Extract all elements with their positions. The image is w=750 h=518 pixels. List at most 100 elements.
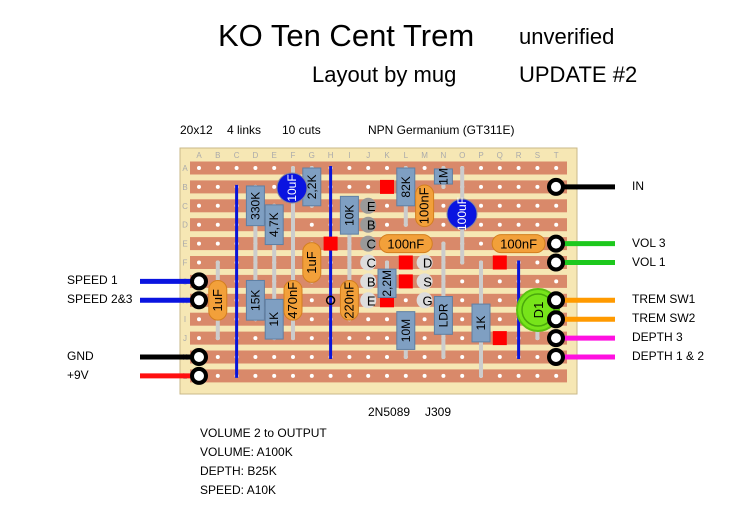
resistor-body (471, 303, 491, 343)
strip-hole (497, 373, 502, 378)
electrolytic-body (276, 172, 308, 204)
strip-hole (554, 166, 559, 170)
transistor-pin (416, 273, 433, 290)
column-label: E (272, 151, 277, 160)
strip-hole (516, 222, 521, 227)
capacitor-body (208, 279, 228, 321)
resistor: 330K (245, 185, 265, 227)
resistor-body (433, 168, 453, 185)
strip-hole (460, 336, 465, 341)
column-label: A (196, 151, 202, 160)
transistor-pin (360, 273, 377, 290)
capacitor-body (302, 242, 322, 283)
strip-hole (535, 373, 540, 378)
strip-hole (385, 355, 389, 359)
board-cuts: 10 cuts (282, 123, 321, 137)
column-label: F (291, 151, 296, 160)
wire-pad (547, 234, 565, 253)
pin-label: D (423, 256, 432, 271)
strip-hole (535, 184, 540, 189)
board-links: 4 links (227, 123, 262, 137)
capacitor: 1uF (208, 279, 228, 321)
electrolytic-value: 100uF (455, 197, 469, 231)
strip-hole (366, 166, 371, 170)
strip-hole (347, 355, 352, 359)
wire-pad (547, 291, 565, 310)
resistor-value: LDR (436, 303, 450, 327)
strip-hole (497, 298, 502, 303)
pin-label: B (367, 274, 376, 289)
strip-hole (197, 241, 201, 246)
resistor-value: 2,2K (305, 175, 319, 200)
strip-hole (347, 184, 352, 189)
capacitor-body (283, 279, 303, 321)
strip-hole (479, 166, 483, 170)
transistor-pin (360, 216, 377, 233)
track-cut (492, 255, 507, 270)
strip-hole (441, 373, 446, 378)
strip-hole (272, 184, 277, 189)
strip-hole (309, 373, 314, 378)
transistor-type-label: 2N5089 (368, 405, 411, 419)
wire-pad (190, 291, 208, 310)
capacitor-value: 100nF (500, 237, 537, 252)
resistor-body (245, 279, 265, 321)
wire-label-left: SPEED 2&3 (67, 292, 133, 307)
strip-hole (535, 166, 540, 170)
track-cut (398, 274, 413, 289)
strip-hole (328, 373, 333, 378)
wire-pad (547, 329, 565, 348)
resistor-body (377, 268, 397, 298)
strip-hole (479, 184, 483, 189)
column-label: G (309, 151, 315, 160)
strip-hole (197, 203, 201, 208)
wire-label-right: VOL 1 (632, 254, 666, 269)
strip-hole (422, 355, 427, 359)
row-label: A (182, 164, 188, 173)
strip-hole (535, 203, 540, 208)
row-label: D (182, 221, 188, 230)
column-label: M (421, 151, 428, 160)
resistor-value: 1K (474, 316, 488, 331)
strip-hole (215, 241, 220, 246)
copper-strip (190, 256, 567, 269)
track-cut (398, 255, 413, 270)
pin-label: C (367, 256, 376, 271)
row-label: B (182, 183, 187, 192)
strip-hole (253, 373, 258, 378)
strip-hole (535, 355, 540, 359)
strip-hole (460, 373, 465, 378)
strip-hole (535, 222, 540, 227)
strip-hole (516, 203, 521, 208)
strip-hole (479, 203, 483, 208)
strip-hole (385, 203, 389, 208)
strip-hole (215, 203, 220, 208)
strip-hole (385, 166, 389, 170)
resistor-value: 15K (248, 290, 262, 311)
wire-label-right: TREM SW2 (632, 311, 696, 326)
column-label: K (384, 151, 390, 160)
strip-hole (215, 222, 220, 227)
wire-pad (547, 253, 565, 272)
strip-hole (497, 355, 502, 359)
strip-hole (535, 260, 540, 265)
wire-label-right: VOL 3 (632, 235, 666, 250)
strip-hole (272, 355, 277, 359)
strip-hole (554, 203, 559, 208)
capacitor-body (378, 234, 433, 254)
strip-hole (422, 317, 427, 322)
resistor-value: 1K (267, 312, 281, 327)
capacitor-value: 1uF (210, 289, 225, 311)
copper-strip (190, 331, 567, 345)
resistor: 82K (396, 167, 416, 207)
transistor-pin (360, 235, 377, 252)
resistor-body (264, 204, 284, 246)
resistor-value: 10K (342, 205, 356, 226)
resistor: 10K (339, 195, 359, 235)
strip-hole (479, 222, 483, 227)
pot-note: DEPTH: B25K (200, 464, 277, 478)
resistor: 4,7K (264, 204, 284, 246)
strip-hole (272, 166, 277, 170)
strip-hole (253, 166, 258, 170)
